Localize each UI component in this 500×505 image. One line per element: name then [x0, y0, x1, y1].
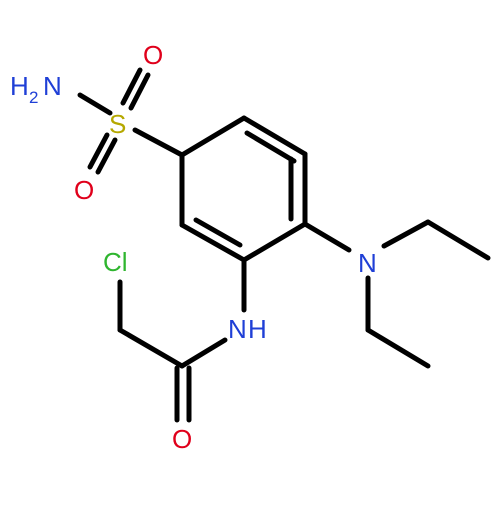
sulfur-to-nitrogen-bond	[77, 92, 113, 116]
ring-to-nitrogen-bond	[302, 221, 352, 253]
ethyl-carbon-bond	[425, 219, 491, 261]
sulfonyl-oxygen-top-label: O	[143, 40, 163, 70]
amide-nitrogen-to-carbonyl-bond	[179, 337, 228, 369]
ring-bond	[179, 115, 247, 158]
sulfonamide-hydrogen-label: H	[10, 71, 29, 101]
ring-double-bond	[193, 217, 243, 248]
chlorine-atom-label: Cl	[103, 247, 128, 277]
sulfonyl-oxygen-bottom-label: O	[74, 175, 94, 205]
sulfonamide-nitrogen-label: N	[43, 71, 62, 101]
ring-bond	[241, 221, 308, 263]
amide-hydrogen-label: H	[248, 314, 267, 344]
sulfonamide-group: S O O H 2 N	[10, 40, 185, 205]
nitrogen-to-ethyl-bond	[381, 219, 431, 249]
amide-nitrogen-label: N	[228, 314, 247, 344]
diethylamino-nitrogen-label: N	[358, 248, 377, 278]
ring-double-bond	[244, 130, 297, 164]
ring-bond	[241, 115, 308, 157]
sulfur-oxygen-double-bond	[128, 72, 151, 111]
carbonyl-oxygen-label: O	[172, 424, 192, 454]
sulfur-oxygen-double-bond	[120, 67, 143, 106]
ring-bond	[179, 222, 247, 263]
benzene-ring	[179, 115, 308, 263]
chloroacetamide-group: N H Cl O	[103, 247, 267, 454]
diethylamino-group: N	[302, 219, 491, 369]
carbonyl-to-methylene-bond	[117, 327, 185, 369]
sulfur-oxygen-double-bond	[87, 132, 110, 170]
sulfur-atom-label: S	[109, 109, 126, 139]
hydrogen-count-subscript: 2	[29, 88, 38, 107]
sulfur-oxygen-double-bond	[95, 137, 118, 175]
ethyl-carbon-bond	[365, 327, 431, 369]
ring-to-sulfur-bond	[132, 127, 185, 158]
